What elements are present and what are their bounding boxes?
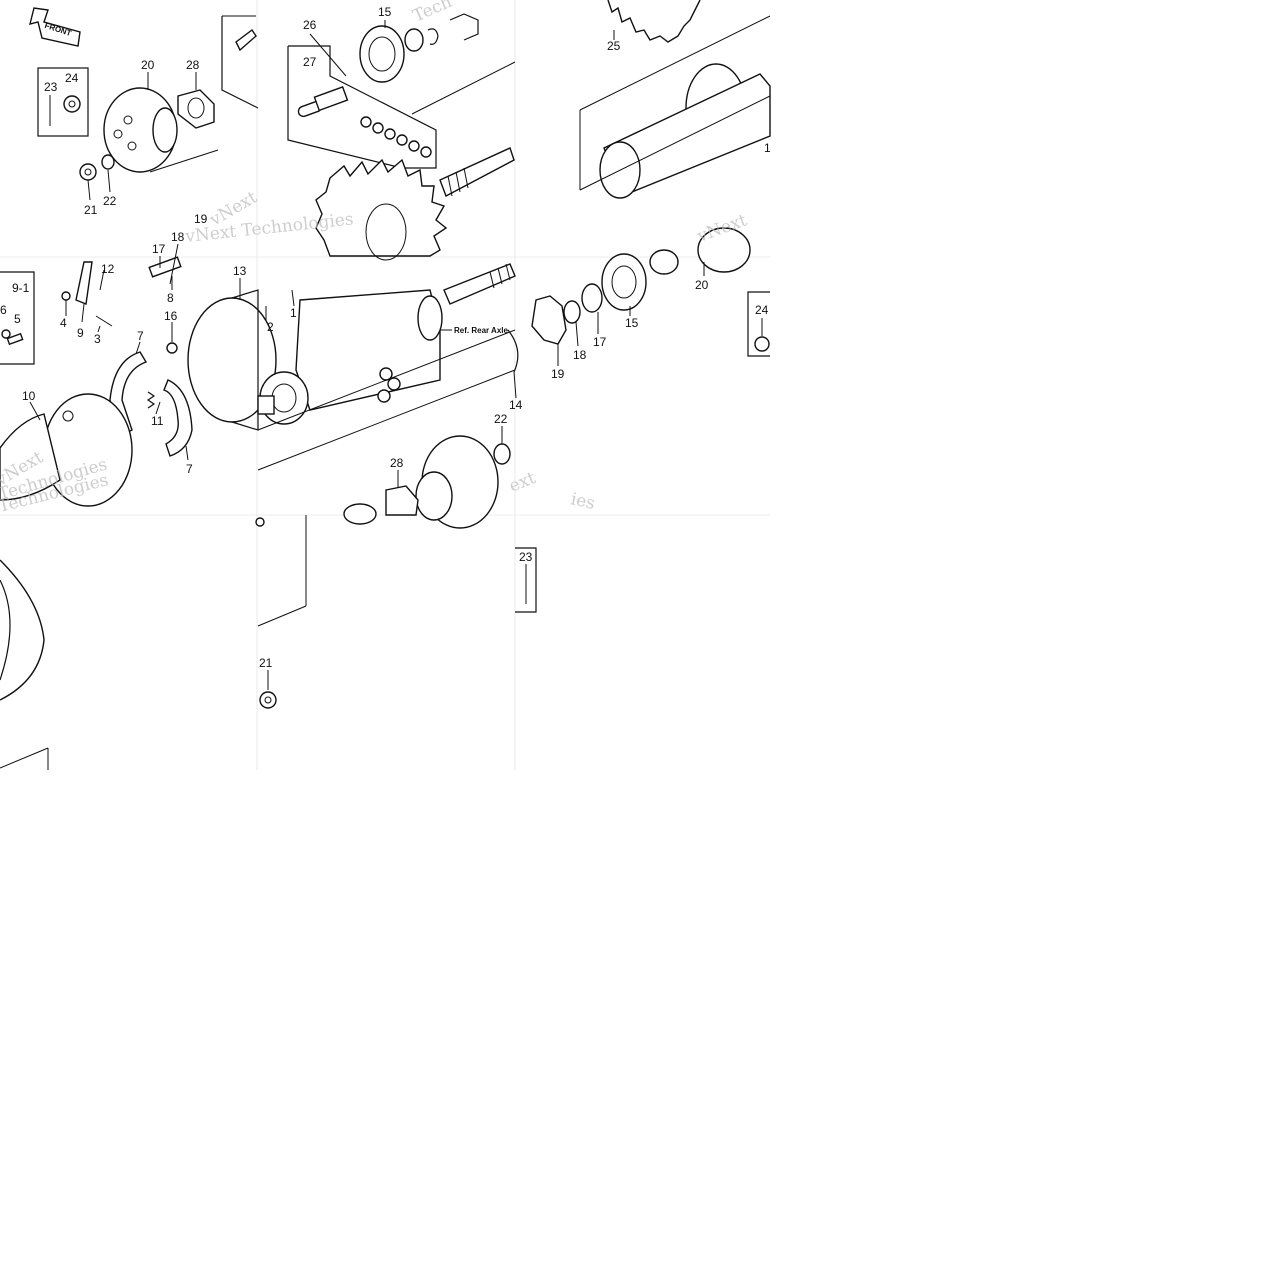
callout-9: 9 [77, 326, 84, 340]
callout-1: 1 [764, 141, 771, 155]
chain-links [360, 116, 432, 158]
callout-18: 18 [573, 348, 587, 362]
callout-2: 2 [267, 320, 274, 334]
lower-mid-parts [255, 515, 307, 709]
callout-20: 20 [141, 58, 155, 72]
callout-17: 17 [593, 335, 607, 349]
callout-28: 28 [390, 456, 404, 470]
box-23-24-top [37, 67, 89, 137]
watermark: Tech [410, 0, 455, 27]
axle-tube-top-right [579, 15, 771, 199]
box-24-right [747, 291, 770, 357]
callout-12: 12 [101, 262, 115, 276]
callout-23: 23 [519, 550, 533, 564]
sprocket-hub-top [103, 87, 219, 173]
watermark: ext [506, 468, 538, 497]
chain-box-27 [287, 45, 437, 169]
brake-arm-box [221, 15, 259, 109]
bearing-15-top [359, 13, 479, 83]
big-sprocket [315, 158, 448, 261]
callout-18: 18 [171, 230, 185, 244]
callout-10: 10 [22, 389, 36, 403]
callout-20: 20 [695, 278, 709, 292]
callout-8: 8 [167, 291, 174, 305]
callout-15: 15 [378, 5, 392, 19]
hub-carrier-assembly [257, 289, 443, 425]
callout-5: 5 [14, 312, 21, 326]
callout-1: 1 [290, 306, 297, 320]
callout-7: 7 [186, 462, 193, 476]
nut-washer-top [79, 154, 115, 181]
washer-28-top [177, 89, 215, 129]
brake-panel-10 [0, 393, 133, 507]
callout-3: 3 [94, 332, 101, 346]
callout-24: 24 [65, 71, 79, 85]
callout-23: 23 [44, 80, 58, 94]
callout-24: 24 [755, 303, 769, 317]
callout-16: 16 [164, 309, 178, 323]
callout-14: 14 [509, 398, 523, 412]
callout-15: 15 [625, 316, 639, 330]
wheel-hub-lower [343, 435, 511, 529]
seal-bearing-stack [531, 227, 751, 345]
part-callouts: 20 28 23 24 21 22 26 15 27 25 19 17 18 1… [0, 5, 771, 670]
callout-13: 13 [233, 264, 247, 278]
callout-6: 6 [0, 303, 7, 317]
brake-drum-13 [187, 289, 277, 431]
callout-11: 11 [151, 414, 164, 428]
callout-22: 22 [494, 412, 508, 426]
leader-lines [29, 20, 763, 570]
watermark: ies [569, 489, 597, 514]
callout-22: 22 [103, 194, 117, 208]
brake-panel-lower [0, 559, 49, 770]
front-arrow-badge: FRONT [29, 7, 81, 47]
callout-27: 27 [303, 55, 317, 69]
callout-7: 7 [137, 329, 144, 343]
callout-4: 4 [60, 316, 67, 330]
rear-axle-center [443, 263, 516, 305]
sprocket-25-top [607, 0, 701, 43]
callout-28: 28 [186, 58, 200, 72]
rear-axle-top [411, 61, 516, 197]
callout-25: 25 [607, 39, 621, 53]
callout-26: 26 [303, 18, 317, 32]
axle-tube-14 [257, 329, 519, 471]
brake-lever-9 [6, 256, 182, 346]
callout-17: 17 [152, 242, 166, 256]
callout-21: 21 [259, 656, 273, 670]
callout-19: 19 [551, 367, 565, 381]
box-9-1 [0, 271, 35, 365]
ref-rear-axle-note: Ref. Rear Axle [454, 326, 509, 335]
callout-9-1: 9-1 [12, 281, 30, 295]
box-23-lower [515, 547, 537, 613]
callout-21: 21 [84, 203, 98, 217]
callout-19: 19 [194, 212, 208, 226]
